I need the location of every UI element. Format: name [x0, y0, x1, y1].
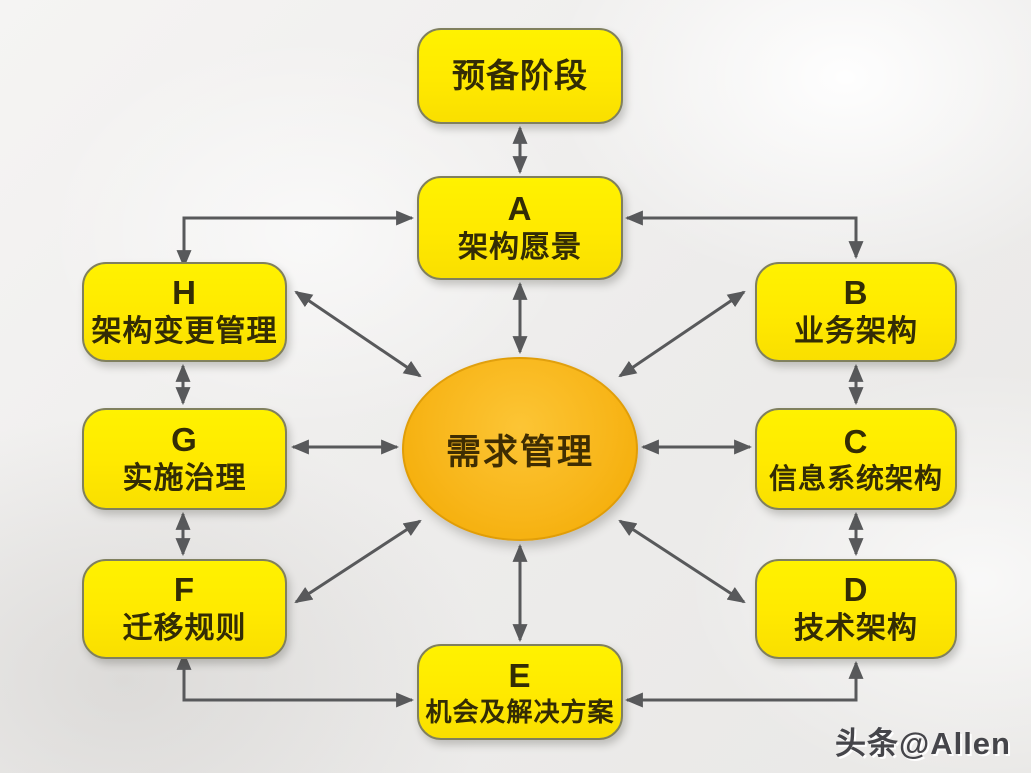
arrow-h-center	[294, 290, 422, 378]
node-requirements-hub: 需求管理	[402, 357, 638, 541]
node-f-letter: F	[173, 571, 196, 609]
node-h-label: 架构变更管理	[91, 315, 278, 349]
node-requirements-hub-label: 需求管理	[445, 432, 594, 472]
node-g-label: 实施治理	[122, 462, 247, 496]
node-preliminary-label: 预备阶段	[452, 57, 588, 95]
node-b: B 业务架构	[755, 262, 957, 362]
node-b-letter: B	[843, 274, 869, 312]
node-h: H 架构变更管理	[82, 262, 287, 362]
node-e-label: 机会及解决方案	[425, 696, 615, 727]
arrow-center-d	[618, 519, 746, 604]
node-a-label: 架构愿景	[458, 231, 582, 265]
node-b-label: 业务架构	[794, 315, 918, 349]
node-f-label: 迁移规则	[122, 612, 247, 646]
node-a: A 架构愿景	[417, 176, 623, 280]
arrow-a-b	[624, 210, 864, 260]
node-f: F 迁移规则	[82, 559, 287, 659]
node-e: E 机会及解决方案	[417, 644, 623, 740]
node-d-label: 技术架构	[794, 612, 918, 646]
arrow-center-b	[618, 290, 746, 378]
arrow-e-d	[624, 660, 864, 708]
arrow-f-center	[294, 519, 422, 604]
node-e-letter: E	[508, 656, 532, 694]
arrow-f-e	[176, 651, 415, 708]
node-g-letter: G	[171, 421, 198, 459]
node-h-letter: H	[172, 274, 197, 312]
watermark: 头条@Allen	[834, 726, 1011, 761]
node-g: G 实施治理	[82, 408, 287, 510]
node-c: C 信息系统架构	[755, 408, 957, 510]
node-c-letter: C	[843, 422, 869, 460]
node-d: D 技术架构	[755, 559, 957, 659]
arrow-h-a	[176, 210, 415, 269]
node-c-label: 信息系统架构	[768, 463, 943, 495]
node-d-letter: D	[843, 571, 869, 609]
node-preliminary: 预备阶段	[417, 28, 623, 124]
node-a-letter: A	[507, 190, 533, 228]
